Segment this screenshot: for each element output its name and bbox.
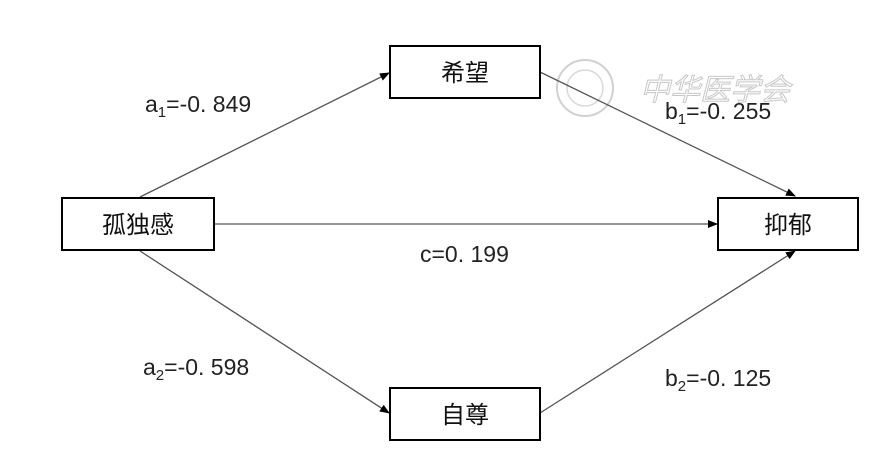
node-loneliness-label: 孤独感 (102, 211, 174, 239)
edge-loneliness-selfesteem (139, 250, 390, 414)
watermark-text: 中华医学会 (640, 73, 793, 108)
watermark-seal-icon (556, 59, 614, 117)
node-loneliness: 孤独感 (61, 197, 215, 251)
path-label-a1: a1=-0. 849 (145, 91, 251, 121)
path-label-b2: b2=-0. 125 (665, 365, 771, 395)
node-hope: 希望 (389, 45, 541, 99)
node-depression-label: 抑郁 (764, 211, 812, 239)
path-label-a2: a2=-0. 598 (143, 354, 249, 384)
node-depression: 抑郁 (717, 197, 859, 251)
path-label-b1: b1=-0. 255 (665, 98, 771, 128)
node-self-esteem-label: 自尊 (441, 401, 489, 429)
node-hope-label: 希望 (441, 59, 489, 87)
path-label-c: c=0. 199 (420, 241, 509, 267)
node-self-esteem: 自尊 (389, 387, 541, 441)
edge-loneliness-hope (139, 72, 390, 198)
edge-hope-depression (539, 71, 796, 197)
edge-selfesteem-depression (539, 250, 796, 414)
